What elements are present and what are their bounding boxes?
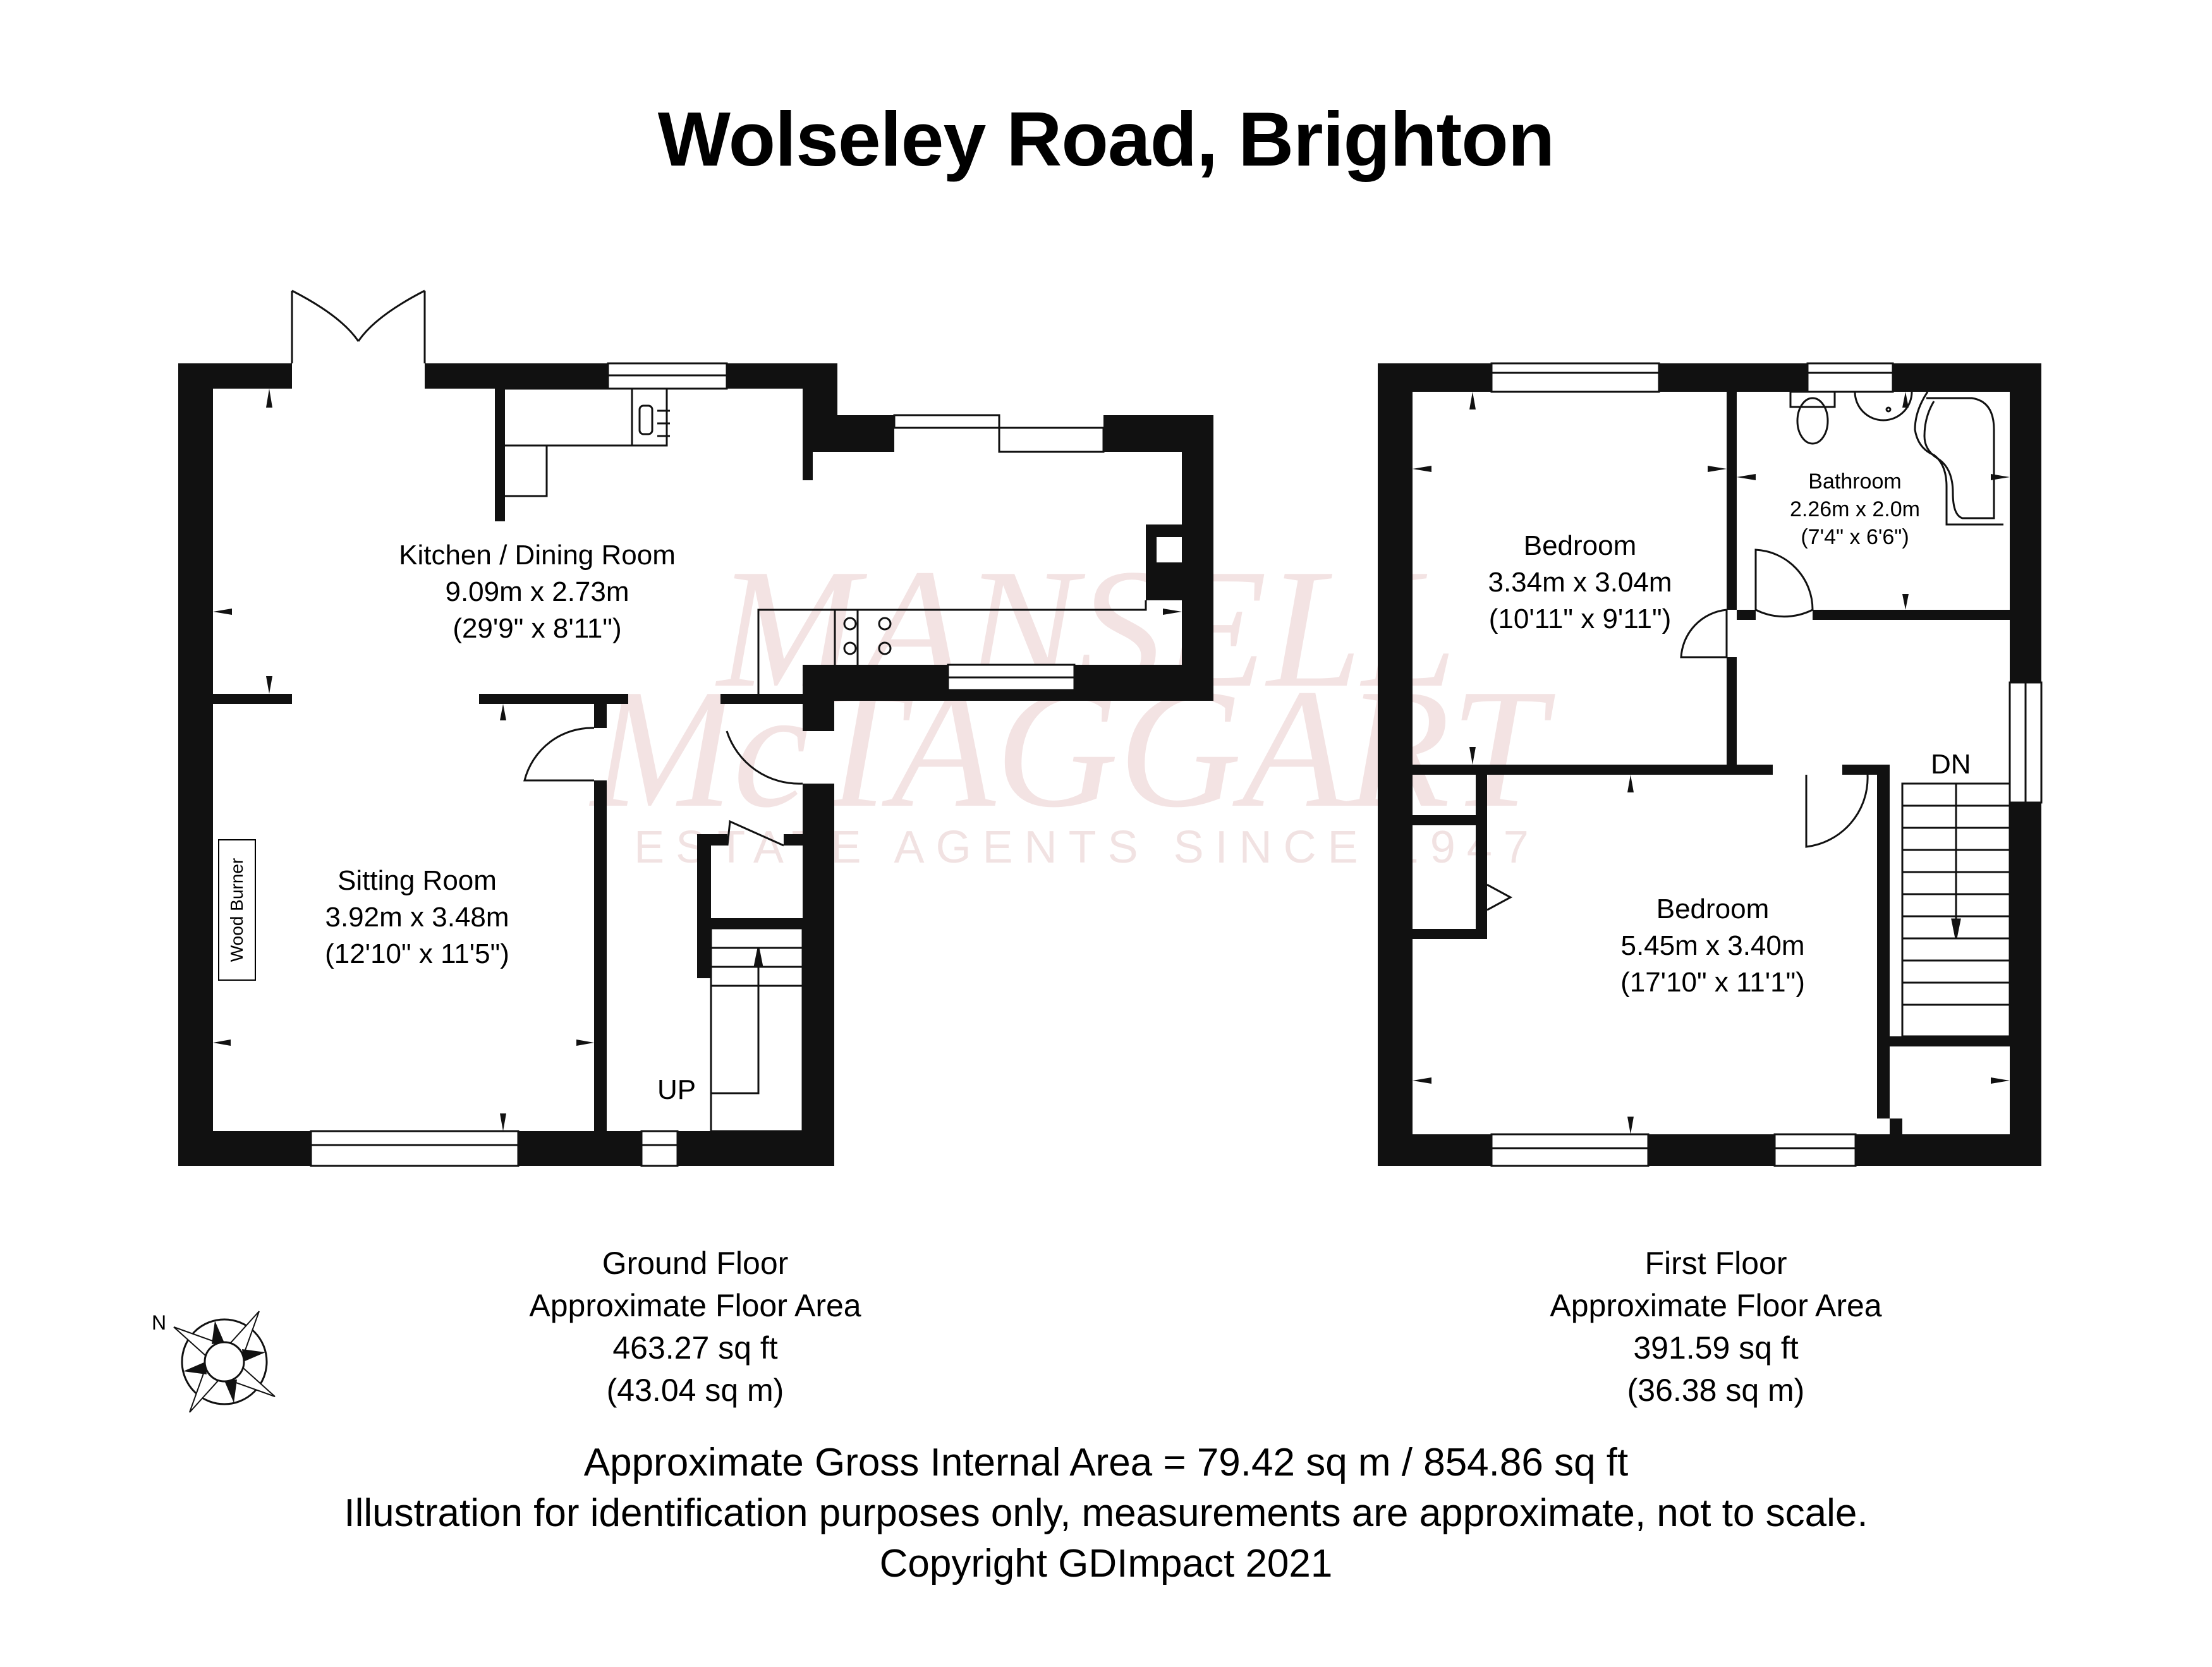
room-imperial: (10'11" x 9'11")	[1488, 603, 1672, 634]
room-name: Bathroom	[1808, 470, 1902, 494]
floor-name: Ground Floor	[602, 1246, 789, 1281]
first-floor-fixtures	[1486, 391, 2011, 1038]
footer: Approximate Gross Internal Area = 79.42 …	[0, 1438, 2212, 1589]
copyright: Copyright GDImpact 2021	[879, 1542, 1333, 1585]
room-metric: 2.26m x 2.0m	[1790, 497, 1920, 521]
floor-area-sqft: 463.27 sq ft	[612, 1330, 778, 1366]
ground-floor-plan	[178, 362, 1213, 1167]
room-name: Bedroom	[1523, 530, 1637, 561]
first-floor-plan	[1378, 362, 2043, 1167]
disclaimer: Illustration for identification purposes…	[344, 1491, 1868, 1535]
floor-area-sqft: 391.59 sq ft	[1633, 1330, 1799, 1366]
room-metric: 5.45m x 3.40m	[1620, 930, 1805, 961]
room-imperial: (17'10" x 11'1")	[1620, 967, 1805, 998]
room-imperial: (29'9" x 8'11")	[453, 613, 622, 644]
floor-area-caption: Approximate Floor Area	[1550, 1288, 1882, 1323]
ground-floor-summary: Ground Floor Approximate Floor Area 463.…	[442, 1242, 948, 1412]
floor-area-caption: Approximate Floor Area	[529, 1288, 861, 1323]
room-label-bedroom-2: Bedroom 5.45m x 3.40m (17'10" x 11'1")	[1586, 891, 1839, 1001]
gross-internal-area: Approximate Gross Internal Area = 79.42 …	[583, 1441, 1629, 1484]
room-imperial: (12'10" x 11'5")	[325, 938, 509, 969]
ground-floor-dimension-arrows	[213, 389, 1182, 1131]
room-metric: 3.34m x 3.04m	[1488, 567, 1672, 598]
page-title: Wolseley Road, Brighton	[657, 96, 1555, 182]
floor-name: First Floor	[1644, 1246, 1787, 1281]
room-label-kitchen-dining: Kitchen / Dining Room 9.09m x 2.73m (29'…	[379, 537, 695, 647]
room-name: Bedroom	[1656, 894, 1770, 924]
room-metric: 9.09m x 2.73m	[445, 576, 629, 607]
ground-floor-fixtures	[291, 289, 1147, 1132]
room-name: Sitting Room	[337, 865, 497, 896]
room-label-sitting-room: Sitting Room 3.92m x 3.48m (12'10" x 11'…	[291, 863, 544, 973]
room-imperial: (7'4" x 6'6")	[1801, 525, 1909, 549]
first-floor-dimension-arrows	[1413, 392, 2010, 1134]
room-name: Kitchen / Dining Room	[399, 540, 676, 571]
wood-burner-label: Wood Burner	[227, 858, 246, 962]
first-floor-summary: First Floor Approximate Floor Area 391.5…	[1463, 1242, 1969, 1412]
compass-north-label: N	[152, 1311, 167, 1334]
floor-area-sqm: (43.04 sq m)	[606, 1373, 784, 1408]
room-label-bedroom-1: Bedroom 3.34m x 3.04m (10'11" x 9'11")	[1454, 528, 1706, 638]
room-label-bathroom: Bathroom 2.26m x 2.0m (7'4" x 6'6")	[1776, 468, 1934, 551]
wood-burner: Wood Burner	[218, 839, 256, 981]
stairs-down-label: DN	[1931, 749, 1971, 780]
stairs-up-label: UP	[657, 1074, 696, 1105]
floor-area-sqm: (36.38 sq m)	[1627, 1373, 1805, 1408]
room-metric: 3.92m x 3.48m	[325, 902, 509, 933]
compass-rose-icon	[173, 1311, 276, 1413]
